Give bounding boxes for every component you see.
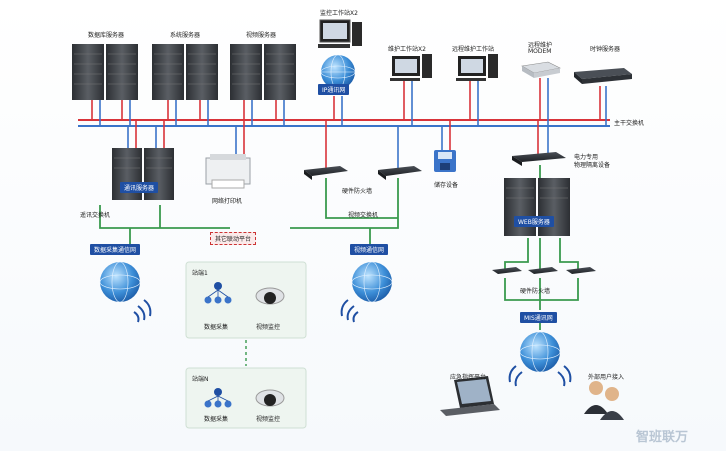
maintenance-workstation-icon — [390, 54, 432, 81]
storage-device-icon — [434, 150, 456, 172]
ip-network-tag: IP通讯网 — [318, 84, 350, 95]
station-1-data-label: 数据采集 — [204, 324, 229, 331]
monitor-workstation-icon — [318, 19, 362, 48]
maintenance-workstation-label: 维护工作站X2 — [388, 46, 426, 53]
station-1-camera-icon — [255, 287, 285, 305]
network-printer-icon — [205, 154, 251, 189]
station-1-data-tree-icon — [204, 282, 232, 304]
station-1-video-label: 视频监控 — [256, 324, 281, 331]
video-comm-gateway-tag: 视频通信网 — [350, 244, 389, 255]
users-icon — [584, 381, 624, 420]
remote-switch-label: 遥讯交换机 — [80, 212, 111, 219]
monitor-workstation-label: 监控工作站X2 — [320, 10, 358, 17]
mis-globe-icon — [508, 331, 572, 387]
top-drops — [91, 78, 607, 126]
backbone-lines — [78, 119, 610, 127]
remote-workstation-label: 远程维护工作站 — [452, 46, 495, 53]
remote-workstation-icon — [456, 54, 498, 81]
backbone-switch-label: 主干交换机 — [614, 120, 645, 127]
database-server-rack — [72, 44, 138, 100]
mis-gateway-tag: MIS通讯网 — [520, 312, 557, 323]
station-1-box — [185, 261, 307, 339]
data-collect-globe-icon — [99, 261, 152, 323]
video-server-rack — [230, 44, 296, 100]
video-switch-label: 视频交换机 — [348, 212, 379, 219]
time-server-icon — [574, 68, 632, 84]
laptop-icon — [440, 376, 500, 416]
web-server-rack — [504, 178, 570, 236]
storage-device-label: 储存设备 — [434, 182, 459, 189]
video-servers-label: 视频服务器 — [246, 32, 277, 39]
isolation-device-icon — [512, 152, 566, 166]
station-n-data-label: 数据采集 — [204, 416, 229, 423]
external-access-label: 外部用户接入 — [588, 374, 625, 381]
firewall-2-label: 硬件防火墙 — [520, 288, 551, 295]
firewall-left-icon — [304, 166, 348, 180]
station-n-camera-icon — [255, 389, 285, 407]
hw-firewall-label: 硬件防火墙 — [342, 188, 373, 195]
station-n-label: 站端N — [192, 376, 209, 383]
station-n-box — [185, 367, 307, 429]
emergency-platform-label: 应急指挥平台 — [450, 374, 487, 381]
mis-firewall-icons — [492, 267, 596, 274]
other-platform-tag: 其它联动平台 — [210, 232, 257, 245]
system-servers-label: 系统服务器 — [170, 32, 201, 39]
database-servers-label: 数据库服务器 — [88, 32, 125, 39]
comm-server-tag: 通讯服务器 — [120, 182, 159, 193]
network-printer-label: 网络打印机 — [212, 198, 243, 205]
station-1-label: 站端1 — [192, 270, 208, 277]
watermark-text: 智班联万 — [636, 430, 689, 445]
data-collect-gateway-tag: 数据采集通信网 — [90, 244, 141, 255]
station-n-video-label: 视频监控 — [256, 416, 281, 423]
time-server-label: 时钟服务器 — [590, 46, 621, 53]
middle-drops — [127, 120, 549, 170]
video-comm-globe-icon — [340, 261, 393, 323]
web-server-tag: WEB服务器 — [514, 216, 554, 227]
isolation-label-2: 物理隔离设备 — [574, 162, 611, 169]
isolation-label-1: 电力专用 — [574, 154, 599, 161]
station-n-data-tree-icon — [204, 388, 232, 408]
firewall-right-icon — [378, 166, 422, 180]
modem-icon — [521, 61, 561, 78]
remote-modem-label: 远程维护 — [528, 42, 553, 49]
modem-label: MODEM — [528, 48, 552, 55]
system-server-rack — [152, 44, 218, 100]
